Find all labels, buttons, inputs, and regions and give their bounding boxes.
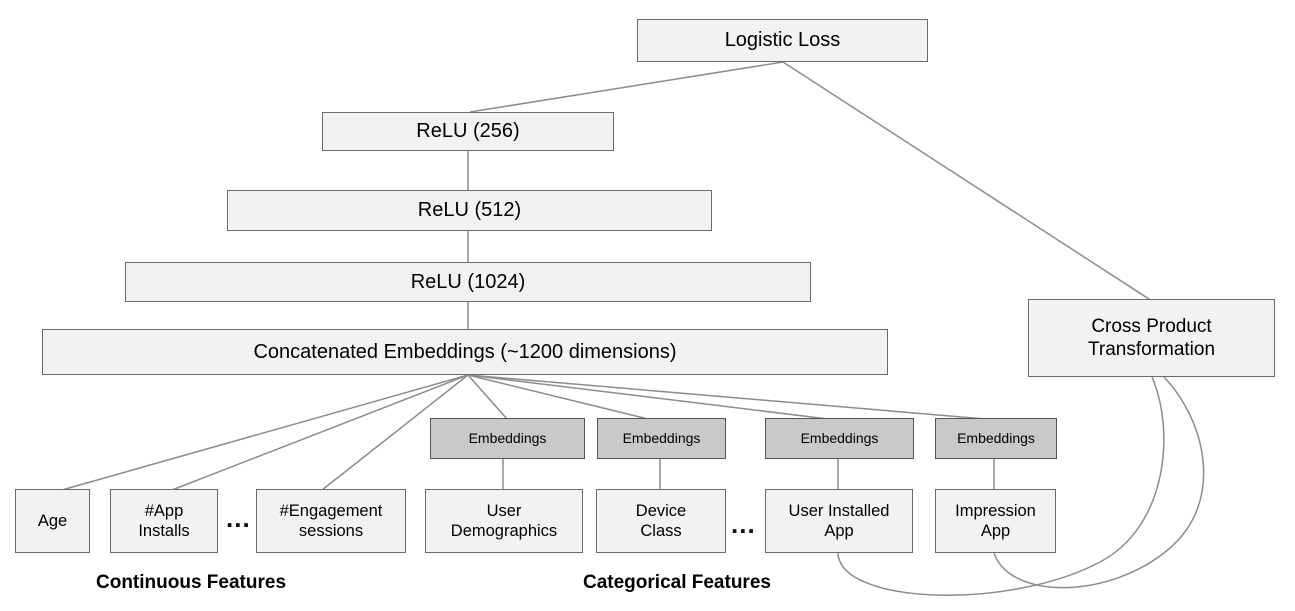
edge-concat-to-embeddings-2 [467, 374, 649, 420]
node-feature-app-installs-label: #App Installs [138, 501, 190, 540]
node-relu-512-label: ReLU (512) [417, 199, 522, 222]
node-feature-user-demographics[interactable]: User Demographics [425, 489, 583, 553]
node-feature-user-installed-app-label: User Installed App [788, 501, 890, 540]
node-cross-product-transformation-label: Cross Product Transformation [1087, 315, 1216, 360]
node-logistic-loss[interactable]: Logistic Loss [637, 19, 928, 62]
node-logistic-loss-label: Logistic Loss [724, 29, 841, 52]
edge-concat-to-app-installs [171, 374, 469, 491]
categorical-features-ellipsis: ... [731, 509, 756, 539]
node-relu-1024[interactable]: ReLU (1024) [125, 262, 811, 302]
node-embeddings-3-label: Embeddings [800, 429, 879, 446]
node-feature-user-installed-app[interactable]: User Installed App [765, 489, 913, 553]
node-embeddings-2-label: Embeddings [622, 429, 701, 446]
node-feature-device-class-label: Device Class [635, 501, 687, 540]
edge-concat-to-embeddings-1 [467, 374, 508, 420]
node-embeddings-user-demographics[interactable]: Embeddings [430, 418, 585, 459]
node-feature-user-demographics-label: User Demographics [450, 501, 558, 540]
node-concatenated-embeddings-label: Concatenated Embeddings (~1200 dimension… [253, 340, 677, 363]
continuous-features-ellipsis: ... [226, 503, 251, 533]
node-embeddings-1-label: Embeddings [468, 429, 547, 446]
node-embeddings-device-class[interactable]: Embeddings [597, 418, 726, 459]
node-feature-age[interactable]: Age [15, 489, 90, 553]
edge-loss-to-crossproduct [782, 61, 1153, 302]
node-feature-impression-app-label: Impression App [955, 501, 1036, 540]
node-embeddings-user-installed-app[interactable]: Embeddings [765, 418, 914, 459]
group-label-categorical-features: Categorical Features [583, 572, 771, 593]
node-relu-256-label: ReLU (256) [416, 120, 520, 143]
node-cross-product-transformation[interactable]: Cross Product Transformation [1028, 299, 1275, 377]
node-feature-device-class[interactable]: Device Class [596, 489, 726, 553]
edge-user-installed-app-to-crossproduct [837, 376, 1165, 596]
edge-loss-to-relu256 [469, 61, 784, 113]
edge-concat-to-embeddings-3 [467, 374, 829, 420]
node-feature-impression-app[interactable]: Impression App [935, 489, 1056, 553]
node-feature-engagement-sessions[interactable]: #Engagement sessions [256, 489, 406, 553]
node-embeddings-4-label: Embeddings [957, 429, 1035, 446]
edge-concat-to-embeddings-4 [467, 374, 986, 420]
edge-impression-app-to-crossproduct [993, 376, 1205, 589]
node-feature-app-installs[interactable]: #App Installs [110, 489, 218, 553]
node-feature-engagement-sessions-label: #Engagement sessions [279, 501, 383, 540]
edge-concat-to-age [61, 374, 469, 491]
node-embeddings-impression-app[interactable]: Embeddings [935, 418, 1057, 459]
node-relu-256[interactable]: ReLU (256) [322, 112, 614, 151]
group-label-continuous-features: Continuous Features [96, 572, 287, 593]
node-concatenated-embeddings[interactable]: Concatenated Embeddings (~1200 dimension… [42, 329, 888, 375]
node-relu-512[interactable]: ReLU (512) [227, 190, 712, 231]
node-feature-age-label: Age [37, 511, 68, 530]
node-relu-1024-label: ReLU (1024) [410, 270, 526, 293]
